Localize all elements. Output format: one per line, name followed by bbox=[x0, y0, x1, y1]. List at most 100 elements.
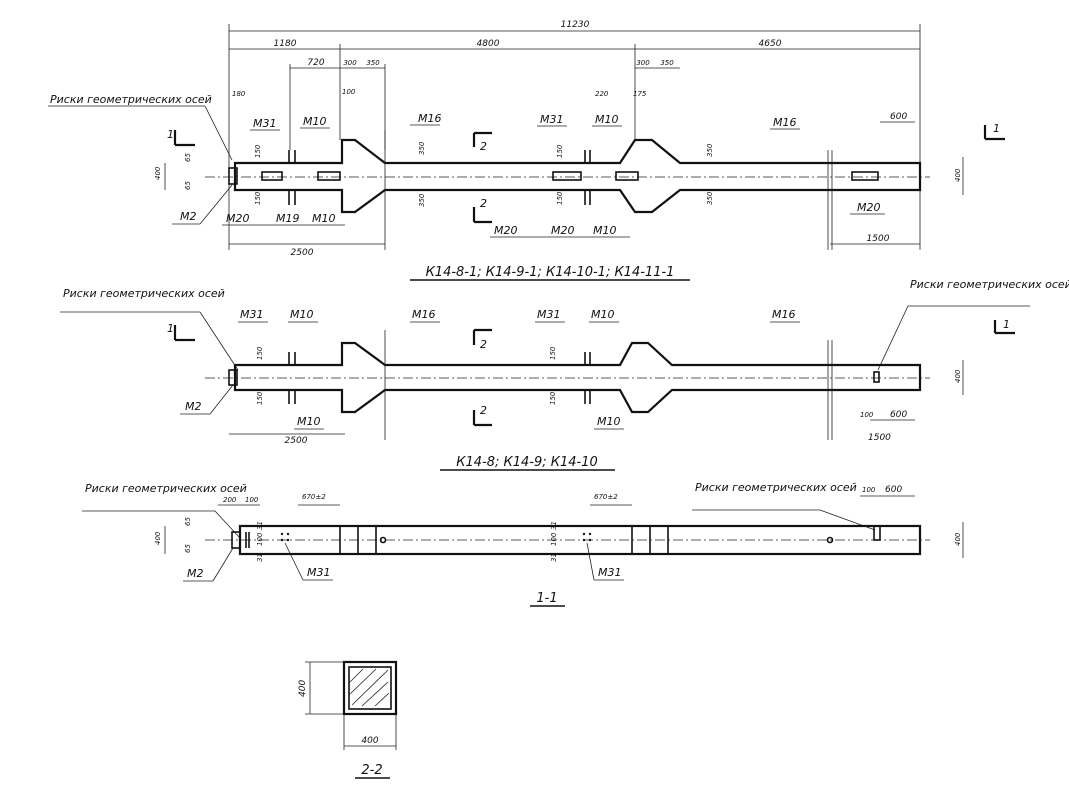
dim-v2-4: 2500 bbox=[285, 436, 308, 446]
dim-v2-2: 150 bbox=[549, 346, 557, 360]
geom-axes-label-2-left: Риски геометрических осей bbox=[63, 287, 225, 300]
section-mark-1-right: 1 bbox=[993, 122, 1000, 135]
mark-v2-4: М10 bbox=[591, 308, 615, 321]
mark-top-2: М16 bbox=[418, 112, 442, 125]
dim-small-1: 100 bbox=[342, 88, 356, 96]
view-1: 11230 1180 4800 4650 720 300 350 300 350… bbox=[48, 20, 1005, 281]
view3-title: 1-1 bbox=[536, 591, 557, 606]
dim-v2-6: 600 bbox=[890, 410, 907, 420]
dim-v3-8: 65 bbox=[184, 544, 192, 553]
mark-bottom-1: М20 bbox=[226, 212, 250, 225]
dim-v3-s3: 31 bbox=[550, 521, 558, 530]
dim-side-0: 150 bbox=[254, 144, 262, 158]
dim-v2-3: 150 bbox=[549, 391, 557, 405]
mark-v3-2: М31 bbox=[598, 566, 622, 579]
mark-bottom-4: М20 bbox=[494, 224, 518, 237]
section-mark-v2-1-right: 1 bbox=[1003, 318, 1010, 331]
section-square bbox=[342, 660, 398, 716]
dim-v2-0: 150 bbox=[256, 346, 264, 360]
section-mark-v2-1-left: 1 bbox=[167, 322, 174, 335]
section-2-2: 400 400 2-2 bbox=[298, 660, 398, 779]
dim-v3-s0: 31 bbox=[256, 521, 264, 530]
dim-side-2: 150 bbox=[556, 144, 564, 158]
dim-left-1: 65 bbox=[184, 153, 192, 162]
view-3: Риски геометрических осей Риски геометри… bbox=[82, 481, 964, 607]
dim-v3-4: 100 bbox=[862, 486, 876, 494]
mark-top-4: М10 bbox=[595, 113, 619, 126]
dim-side-5: 350 bbox=[418, 193, 426, 207]
geom-axes-label-2-right: Риски геометрических осей bbox=[910, 278, 1069, 291]
dim-v3-9: 400 bbox=[954, 532, 962, 546]
dim-v3-2: 670±2 bbox=[302, 493, 326, 501]
dim-sub-4: 350 bbox=[660, 59, 674, 67]
dim-v3-7: 65 bbox=[184, 517, 192, 526]
dim-v3-1: 100 bbox=[245, 496, 259, 504]
section-mark-1-left: 1 bbox=[167, 128, 174, 141]
dim-top-0: 1180 bbox=[274, 39, 297, 49]
dim-v3-3: 670±2 bbox=[594, 493, 618, 501]
dim-small-0: 180 bbox=[232, 90, 246, 98]
mark-bottom-5: М20 bbox=[551, 224, 575, 237]
mark-top-3: М31 bbox=[540, 113, 564, 126]
dim-v2-7: 1500 bbox=[868, 433, 891, 443]
dim-side-3: 150 bbox=[556, 191, 564, 205]
dim-v2-5: 100 bbox=[860, 411, 874, 419]
mark-top-0: М31 bbox=[253, 117, 277, 130]
dim-sub-2: 350 bbox=[366, 59, 380, 67]
dim-overall: 11230 bbox=[561, 20, 590, 30]
dim-v3-0: 200 bbox=[223, 496, 237, 504]
mark-v2-7: М10 bbox=[297, 415, 321, 428]
dim-v3-6: 400 bbox=[154, 531, 162, 545]
dim-bottom-1: 1500 bbox=[867, 234, 890, 244]
column-body-view2 bbox=[233, 341, 922, 414]
mark-v2-8: М10 bbox=[597, 415, 621, 428]
mark-bottom-3: М10 bbox=[312, 212, 336, 225]
dim-v3-5: 600 bbox=[885, 485, 902, 495]
dim-top-2: 4650 bbox=[759, 39, 782, 49]
mark-bottom-6: М10 bbox=[593, 224, 617, 237]
mark-top-5: М16 bbox=[773, 116, 797, 129]
mark-v2-6: М2 bbox=[185, 400, 202, 413]
dim-v3-s4: 100 bbox=[550, 532, 558, 546]
geom-axes-label-3-left: Риски геометрических осей bbox=[85, 482, 247, 495]
dim-small-3: 175 bbox=[633, 90, 647, 98]
mark-v3-0: М2 bbox=[187, 567, 204, 580]
dim-v2-1: 150 bbox=[256, 391, 264, 405]
dim-section-width: 400 bbox=[361, 736, 378, 746]
mark-v2-3: М31 bbox=[537, 308, 561, 321]
mark-bottom-2: М19 bbox=[276, 212, 300, 225]
column-body-view1 bbox=[233, 138, 922, 214]
geom-axes-label-3-right: Риски геометрических осей bbox=[695, 481, 857, 494]
section-mark-v2-2-top: 2 bbox=[480, 338, 487, 351]
dim-side-4: 350 bbox=[418, 141, 426, 155]
dim-left-0: 400 bbox=[154, 166, 162, 180]
section-mark-2-top: 2 bbox=[480, 140, 487, 153]
dim-small-2: 220 bbox=[595, 90, 609, 98]
dim-side-6: 350 bbox=[706, 143, 714, 157]
dim-sub-3: 300 bbox=[636, 59, 650, 67]
dim-side-1: 150 bbox=[254, 191, 262, 205]
section-mark-v2-2-bottom: 2 bbox=[480, 404, 487, 417]
dim-sub-1: 300 bbox=[343, 59, 357, 67]
view-2: Риски геометрических осей Риски геометри… bbox=[60, 278, 1069, 471]
dim-small-4: 600 bbox=[890, 112, 907, 122]
mark-v3-1: М31 bbox=[307, 566, 331, 579]
mark-v2-2: М16 bbox=[412, 308, 436, 321]
dim-side-8: 400 bbox=[954, 168, 962, 182]
section-title: 2-2 bbox=[361, 763, 382, 778]
mark-top-1: М10 bbox=[303, 115, 327, 128]
dim-v2-8: 400 bbox=[954, 369, 962, 383]
mark-v2-5: М16 bbox=[772, 308, 796, 321]
dim-bottom-0: 2500 bbox=[291, 248, 314, 258]
mark-bottom-0: М2 bbox=[180, 210, 197, 223]
geom-axes-label-1: Риски геометрических осей bbox=[50, 93, 212, 106]
dim-top-1: 4800 bbox=[477, 39, 500, 49]
dim-v3-s5: 31 bbox=[550, 553, 558, 562]
section-mark-2-bottom: 2 bbox=[480, 197, 487, 210]
mark-v2-1: М10 bbox=[290, 308, 314, 321]
dim-left-2: 65 bbox=[184, 181, 192, 190]
view2-title: К14-8; К14-9; К14-10 bbox=[456, 455, 598, 470]
dim-section-height: 400 bbox=[298, 680, 308, 697]
mark-v2-0: М31 bbox=[240, 308, 264, 321]
